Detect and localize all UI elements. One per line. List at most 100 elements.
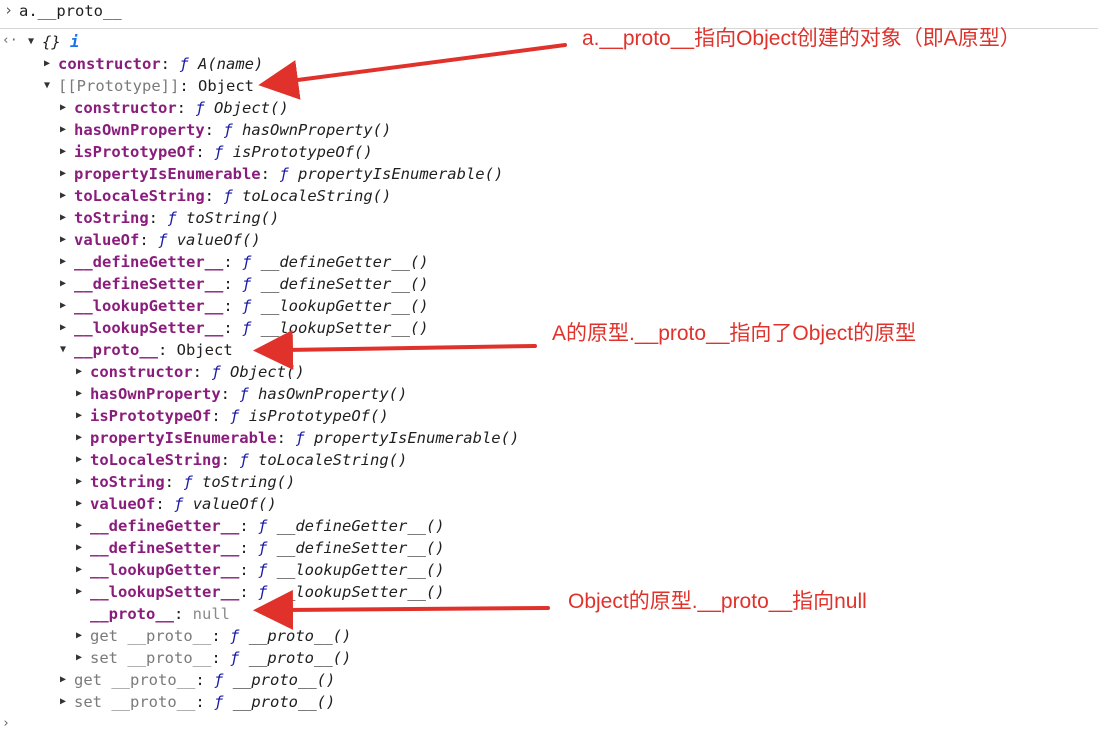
collapsed-triangle-icon[interactable]: ▶ [76, 498, 83, 509]
tree-row[interactable]: ▼[[Prototype]]: Object [44, 77, 254, 95]
tree-row[interactable]: ▼__proto__: Object [60, 341, 233, 359]
console-command[interactable]: a.__proto__ [19, 2, 122, 20]
function-icon: ƒ [167, 209, 177, 227]
collapsed-triangle-icon[interactable]: ▶ [60, 212, 67, 223]
collapsed-triangle-icon[interactable]: ▶ [60, 278, 67, 289]
collapsed-triangle-icon[interactable]: ▶ [76, 366, 83, 377]
function-icon: ƒ [230, 407, 240, 425]
property-key: set __proto__ [74, 693, 196, 711]
tree-row[interactable]: ▶isPrototypeOf: ƒ isPrototypeOf() [60, 143, 373, 161]
tree-row[interactable]: ▶set __proto__: ƒ __proto__() [76, 649, 352, 667]
property-value: hasOwnProperty() [242, 121, 392, 139]
collapsed-triangle-icon[interactable]: ▶ [76, 410, 83, 421]
property-key: __lookupSetter__ [74, 319, 224, 337]
tree-row[interactable]: ▶constructor: ƒ Object() [60, 99, 289, 117]
property-value: __lookupSetter__() [276, 583, 445, 601]
collapsed-triangle-icon[interactable]: ▶ [76, 388, 83, 399]
tree-row[interactable]: ▶isPrototypeOf: ƒ isPrototypeOf() [76, 407, 389, 425]
function-icon: ƒ [195, 99, 205, 117]
tree-row[interactable]: ▶__defineGetter__: ƒ __defineGetter__() [60, 253, 429, 271]
collapsed-triangle-icon[interactable]: ▶ [60, 124, 67, 135]
tree-row[interactable]: ▶constructor: ƒ A(name) [44, 55, 264, 73]
tree-row[interactable]: ▶toLocaleString: ƒ toLocaleString() [76, 451, 408, 469]
expanded-triangle-icon[interactable]: ▼ [60, 344, 67, 355]
tree-row[interactable]: ▶toString: ƒ toString() [76, 473, 296, 491]
tree-row[interactable]: ▶valueOf: ƒ valueOf() [60, 231, 261, 249]
function-icon: ƒ [241, 297, 252, 315]
collapsed-triangle-icon[interactable]: ▶ [60, 322, 67, 333]
tree-row[interactable]: ▶set __proto__: ƒ __proto__() [60, 693, 336, 711]
expanded-triangle-icon[interactable]: ▼ [44, 80, 51, 91]
function-icon: ƒ [214, 693, 224, 711]
property-value: isPrototypeOf() [248, 407, 389, 425]
collapsed-triangle-icon[interactable]: ▶ [76, 542, 83, 553]
tree-row[interactable]: ▶propertyIsEnumerable: ƒ propertyIsEnume… [60, 165, 504, 183]
collapsed-triangle-icon[interactable]: ▶ [76, 630, 83, 641]
collapsed-triangle-icon[interactable]: ▶ [76, 586, 83, 597]
tree-row[interactable]: ▶propertyIsEnumerable: ƒ propertyIsEnume… [76, 429, 520, 447]
property-key: isPrototypeOf [90, 407, 212, 425]
property-key: constructor [90, 363, 193, 381]
function-icon: ƒ [179, 55, 189, 73]
tree-row[interactable]: ▶__lookupGetter__: ƒ __lookupGetter__() [60, 297, 429, 315]
tree-row[interactable]: ▶__defineSetter__: ƒ __defineSetter__() [60, 275, 429, 293]
tree-row[interactable]: ▶toString: ƒ toString() [60, 209, 280, 227]
tree-row[interactable]: ▶__defineGetter__: ƒ __defineGetter__() [76, 517, 445, 535]
property-value: propertyIsEnumerable() [298, 165, 504, 183]
collapsed-triangle-icon[interactable]: ▶ [76, 520, 83, 531]
function-icon: ƒ [223, 121, 233, 139]
result-root[interactable]: ▼{} i [28, 31, 80, 53]
collapsed-triangle-icon[interactable]: ▶ [44, 58, 51, 69]
collapsed-triangle-icon[interactable]: ▶ [76, 432, 83, 443]
property-value: __defineSetter__() [276, 539, 445, 557]
function-icon: ƒ [214, 143, 224, 161]
collapsed-triangle-icon[interactable]: ▶ [76, 564, 83, 575]
collapsed-triangle-icon[interactable]: ▶ [60, 190, 67, 201]
collapsed-triangle-icon[interactable]: ▶ [60, 674, 67, 685]
function-icon: ƒ [174, 495, 184, 513]
collapsed-triangle-icon[interactable]: ▶ [60, 168, 67, 179]
tree-row[interactable]: ▶hasOwnProperty: ƒ hasOwnProperty() [60, 121, 392, 139]
function-icon: ƒ [158, 231, 168, 249]
collapsed-triangle-icon[interactable]: ▶ [60, 102, 67, 113]
tree-row[interactable]: ▶toLocaleString: ƒ toLocaleString() [60, 187, 392, 205]
collapsed-triangle-icon[interactable]: ▶ [60, 696, 67, 707]
tree-row[interactable]: ▶__lookupGetter__: ƒ __lookupGetter__() [76, 561, 445, 579]
function-icon: ƒ [239, 385, 249, 403]
property-value: toLocaleString() [242, 187, 392, 205]
tree-row[interactable]: ▶get __proto__: ƒ __proto__() [60, 671, 336, 689]
console-input-line[interactable]: › a.__proto__ [0, 0, 1098, 29]
property-key: __defineGetter__ [90, 517, 240, 535]
collapsed-triangle-icon[interactable]: ▶ [60, 234, 67, 245]
arrow-line [258, 43, 567, 100]
tree-row[interactable]: ▶valueOf: ƒ valueOf() [76, 495, 277, 513]
console-prompt-chevron-icon[interactable]: › [2, 716, 10, 731]
expanded-triangle-icon[interactable]: ▼ [28, 36, 35, 47]
property-key: toLocaleString [74, 187, 205, 205]
collapsed-triangle-icon[interactable]: ▶ [76, 454, 83, 465]
property-value: __defineGetter__() [260, 253, 429, 271]
property-key: valueOf [90, 495, 156, 513]
tree-row[interactable]: ▶get __proto__: ƒ __proto__() [76, 627, 352, 645]
property-value: __proto__() [232, 693, 336, 711]
null-value: null [192, 605, 230, 623]
property-value: Object [176, 341, 233, 359]
tree-row[interactable]: ▶__lookupSetter__: ƒ __lookupSetter__() [60, 319, 429, 337]
property-key: hasOwnProperty [74, 121, 205, 139]
function-icon: ƒ [239, 451, 249, 469]
collapsed-triangle-icon[interactable]: ▶ [60, 256, 67, 267]
property-key: valueOf [74, 231, 140, 249]
property-value: valueOf() [192, 495, 277, 513]
tree-row[interactable]: ▶hasOwnProperty: ƒ hasOwnProperty() [76, 385, 408, 403]
property-key: __defineSetter__ [74, 275, 224, 293]
collapsed-triangle-icon[interactable]: ▶ [76, 652, 83, 663]
tree-row[interactable]: ▶__defineSetter__: ƒ __defineSetter__() [76, 539, 445, 557]
property-value: __proto__() [248, 649, 352, 667]
collapsed-triangle-icon[interactable]: ▶ [60, 146, 67, 157]
property-key: propertyIsEnumerable [74, 165, 261, 183]
collapsed-triangle-icon[interactable]: ▶ [76, 476, 83, 487]
property-key: get __proto__ [90, 627, 212, 645]
info-icon[interactable]: i [70, 33, 80, 51]
collapsed-triangle-icon[interactable]: ▶ [60, 300, 67, 311]
